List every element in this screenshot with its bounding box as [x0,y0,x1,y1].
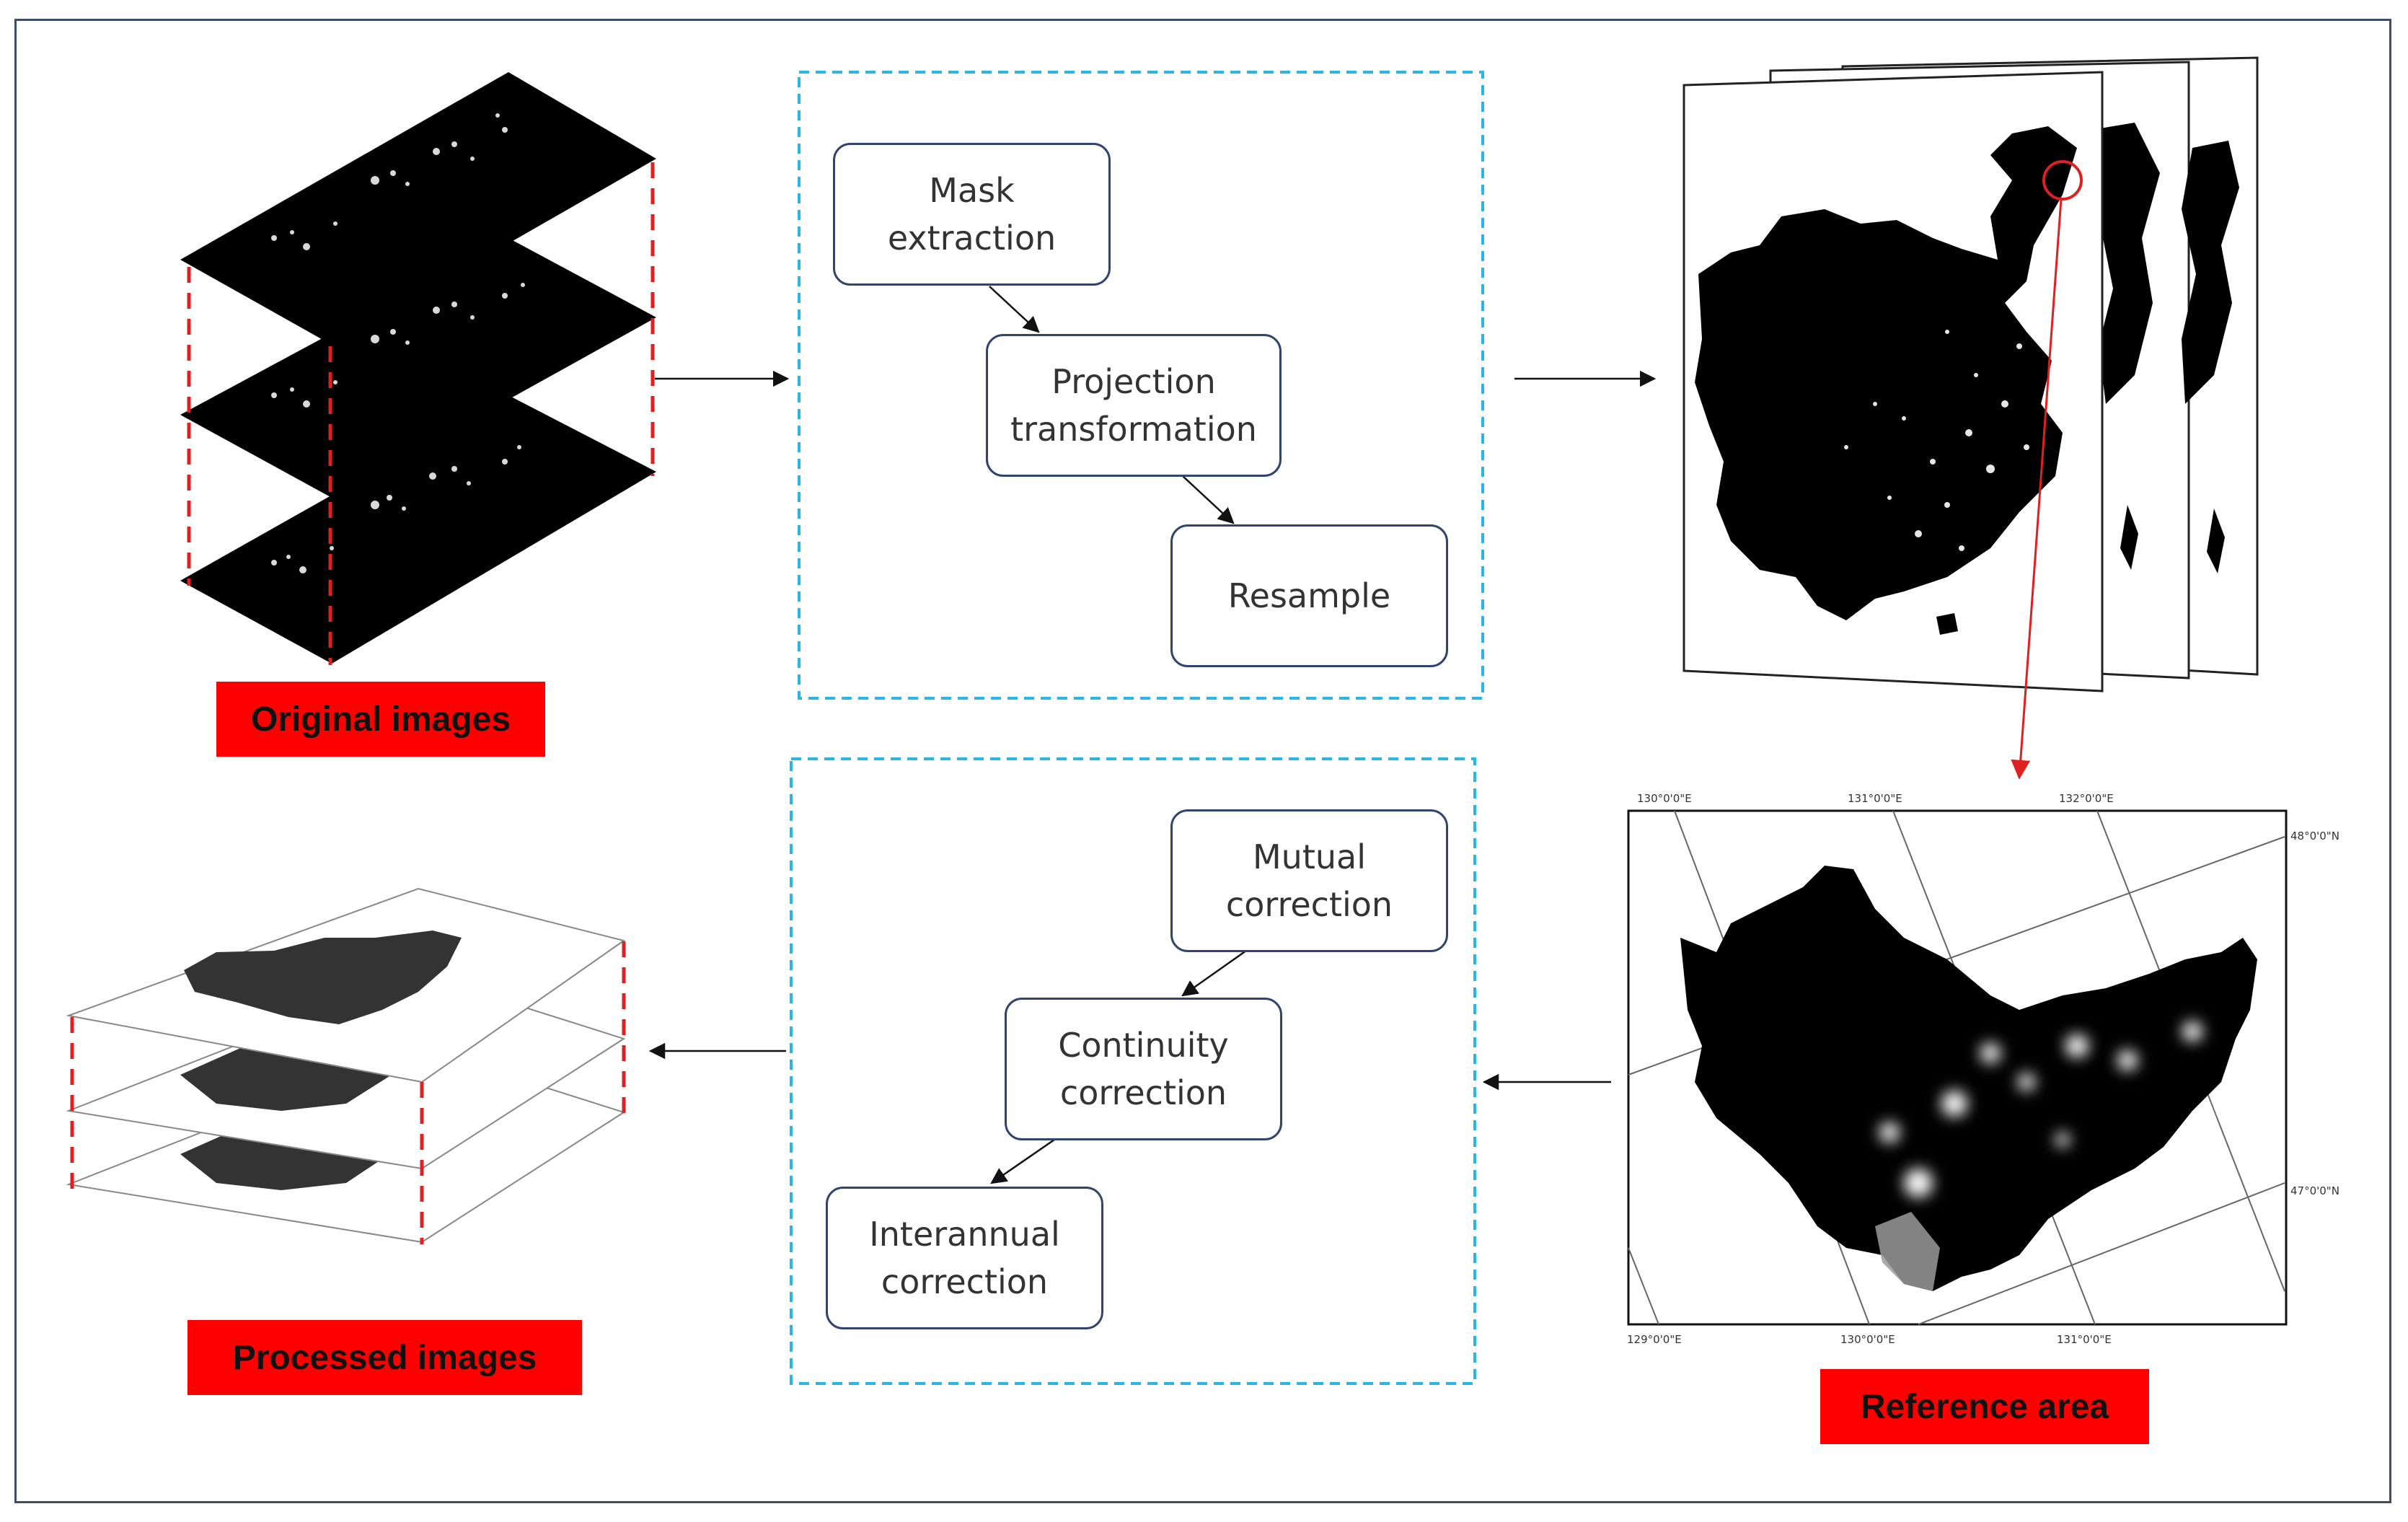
china-map-mosaic [1682,56,2259,780]
hainan-island [1936,613,1958,635]
lon-label-top-2: 131°0'0"E [1848,792,1902,805]
mask-extraction-step: Mask extraction [833,143,1111,286]
reference-map: 130°0'0"E 131°0'0"E 132°0'0"E 129°0'0"E … [1627,792,2339,1346]
processed-layer-top [66,887,626,1083]
back-map-silhouette [2091,123,2239,573]
continuity-correction-step: Continuity correction [1005,998,1282,1140]
reference-area-label: Reference area [1820,1369,2149,1444]
reference-lights [1879,1021,2236,1197]
reference-highlight-circle [2042,160,2083,201]
preprocess-dashed-box [798,71,1484,700]
lat-label-1: 48°0'0"N [2290,830,2339,843]
reference-region-shape [1680,866,2257,1291]
original-layer-top [180,72,656,345]
interannual-correction-step: Interannual correction [826,1187,1103,1329]
lon-label-top-1: 130°0'0"E [1637,792,1692,805]
original-images-label: Original images [216,682,545,757]
mutual-correction-step: Mutual correction [1170,809,1448,952]
lat-label-2: 47°0'0"N [2290,1184,2339,1197]
lon-label-bottom-3: 131°0'0"E [2057,1333,2112,1346]
original-images-stack [180,72,656,665]
lon-label-bottom-2: 130°0'0"E [1840,1333,1895,1346]
projection-transformation-step: Projection transformation [986,334,1282,477]
lon-label-top-3: 132°0'0"E [2059,792,2114,805]
original-layer-middle [180,238,656,498]
processed-images-stack [66,887,626,1244]
flow-arrows [648,370,1657,1091]
processed-stack-connectors [70,941,626,1244]
reference-grey-zone [1875,1212,1940,1291]
lon-label-bottom-1: 129°0'0"E [1627,1333,1682,1346]
china-silhouette [1695,126,2077,620]
correction-dashed-box [790,757,1476,1385]
original-layer-bottom [180,395,656,664]
reference-pointer-arrow [2011,198,2063,780]
resample-step: Resample [1170,524,1448,667]
china-lights [1844,214,2058,551]
outer-frame [14,19,2391,1503]
step-arrows [989,286,1247,1184]
original-stack-connectors [187,162,655,665]
processed-images-label: Processed images [188,1320,582,1395]
